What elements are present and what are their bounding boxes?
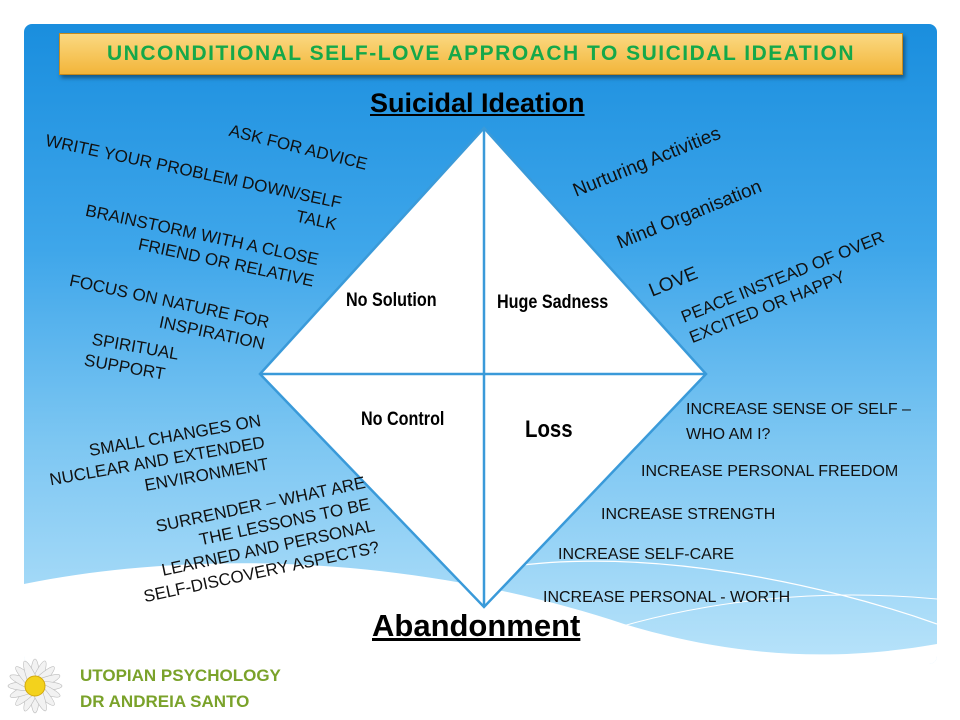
quadrant-top-right: Huge Sadness xyxy=(497,292,609,313)
quadrant-top-left: No Solution xyxy=(346,290,437,311)
increase-item: INCREASE SENSE OF SELF – xyxy=(686,401,911,418)
wave-decoration xyxy=(24,560,937,664)
increase-item: WHO AM I? xyxy=(686,426,771,443)
increase-item: INCREASE PERSONAL FREEDOM xyxy=(641,463,899,480)
footer-line-1: UTOPIAN PSYCHOLOGY xyxy=(80,666,281,685)
slide-title: UNCONDITIONAL SELF-LOVE APPROACH TO SUIC… xyxy=(106,42,856,65)
footer-credit: UTOPIAN PSYCHOLOGY DR ANDREIA SANTO xyxy=(80,663,281,715)
title-banner: UNCONDITIONAL SELF-LOVE APPROACH TO SUIC… xyxy=(59,33,903,75)
footer-line-2: DR ANDREIA SANTO xyxy=(80,692,250,711)
quadrant-bottom-right: Loss xyxy=(525,416,573,443)
increase-item: INCREASE SELF-CARE xyxy=(558,546,735,563)
increase-item: INCREASE STRENGTH xyxy=(601,506,776,523)
quadrant-bottom-left: No Control xyxy=(361,409,445,430)
daisy-logo-icon xyxy=(7,658,63,714)
increase-item: INCREASE PERSONAL - WORTH xyxy=(543,589,791,606)
top-label: Suicidal Ideation xyxy=(370,88,585,118)
bottom-label: Abandonment xyxy=(372,608,581,643)
